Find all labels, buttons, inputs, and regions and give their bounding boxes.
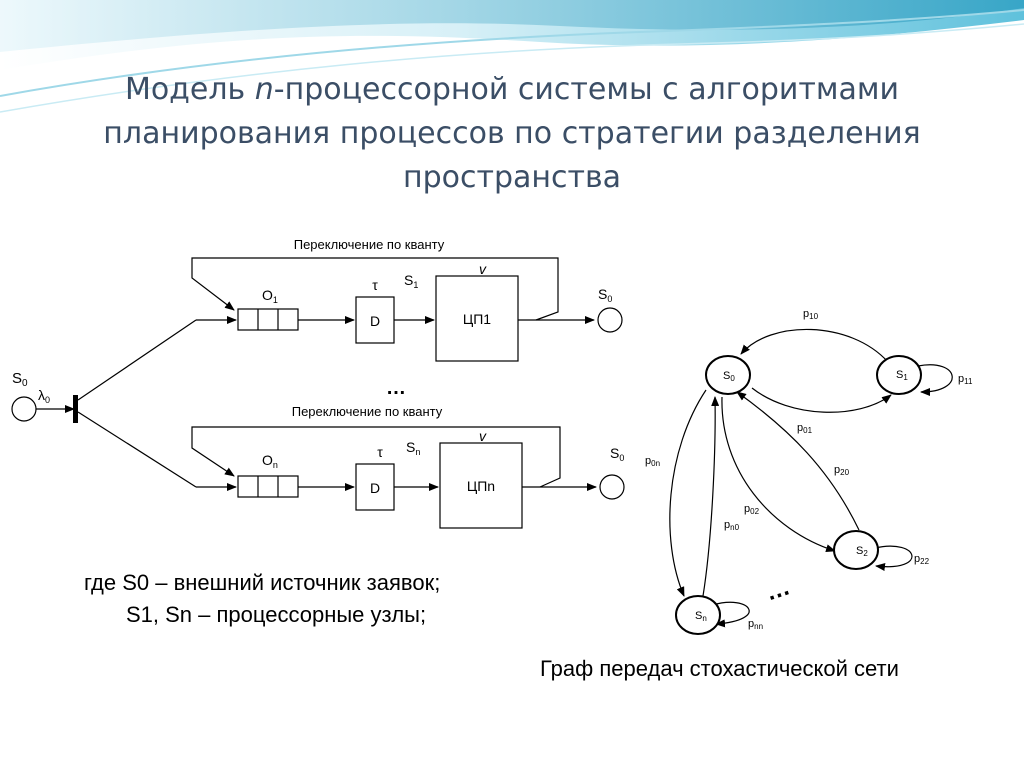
- source-label: S0: [12, 370, 28, 389]
- delay-box-n: [355, 463, 395, 511]
- graph-node-s2-label: S2: [856, 545, 868, 558]
- title-line3: пространства: [402, 160, 622, 195]
- edge-label-p20: p20: [834, 464, 850, 477]
- graph-node-sn: [675, 595, 721, 635]
- graph-node-s1-label: S1: [896, 369, 908, 382]
- queue-label-1: O1: [262, 287, 278, 305]
- graph-caption: Граф передач стохастической сети: [540, 656, 899, 681]
- edge-label-p11: p11: [958, 373, 973, 386]
- edge-p10: [740, 328, 889, 363]
- node-label-n: Sn: [406, 439, 420, 457]
- feedback-label-n: Переключение по кванту: [292, 404, 443, 419]
- title-line1-prefix: Модель: [124, 72, 255, 107]
- split-line-1a: [77, 319, 197, 401]
- slide-title: Модель n-процессорной системы с алгоритм…: [60, 68, 964, 200]
- edge-p22: [874, 545, 913, 571]
- queue-on: [237, 475, 299, 498]
- split-line-2a: [77, 411, 197, 488]
- feedback-label-1: Переключение по кванту: [294, 237, 445, 252]
- edge-label-p02: p02: [744, 503, 760, 516]
- legend-line-1: где S0 – внешний источник заявок;: [84, 570, 441, 595]
- sink-node-n: [599, 474, 625, 500]
- lambda-label: λ0: [38, 387, 50, 405]
- edge-label-p01: p01: [797, 422, 813, 435]
- graph-node-sn-label: Sn: [695, 610, 707, 623]
- delay-label-1: D: [370, 313, 380, 329]
- title-line2: планирования процессов по стратегии разд…: [103, 116, 921, 151]
- edge-p0n: [669, 389, 707, 597]
- cpu-label-1: ЦП1: [463, 311, 491, 327]
- sink-label-1: S0: [598, 286, 612, 304]
- graph-node-s2: [833, 530, 879, 570]
- sink-node-1: [597, 307, 623, 333]
- graph-node-s0: [705, 355, 751, 395]
- branches-ellipsis: …: [386, 377, 406, 399]
- edge-p01: [751, 387, 892, 413]
- cpu-box-1: [435, 275, 519, 362]
- queue-label-n: On: [262, 452, 278, 470]
- edge-p20: [736, 391, 860, 531]
- header-wave-decoration: [0, 0, 1024, 113]
- edge-label-pnn: pnn: [748, 618, 763, 631]
- splitter-bar: [73, 395, 78, 423]
- edge-pnn: [712, 601, 750, 628]
- edge-label-p22: p22: [914, 553, 930, 566]
- graph-ellipsis: …: [762, 573, 793, 606]
- v-label-1: v: [479, 261, 487, 277]
- feedback-loop-n: [191, 426, 561, 488]
- title-line1-suffix: -процессорной системы с алгоритмами: [273, 72, 900, 107]
- tau-label-1: τ: [372, 277, 378, 293]
- feedback-loop-1: [191, 257, 559, 321]
- edge-label-pn0: pn0: [724, 519, 740, 532]
- node-label-1: S1: [404, 272, 418, 290]
- title-line1-italic: n: [254, 72, 274, 107]
- cpu-label-n: ЦПn: [467, 478, 495, 494]
- tau-label-n: τ: [377, 444, 383, 460]
- edge-pn0: [702, 396, 720, 597]
- v-label-n: v: [479, 428, 487, 444]
- sink-label-n: S0: [610, 445, 624, 463]
- edge-label-p0n: p0n: [645, 455, 660, 468]
- legend-line-2: S1, Sn – процессорные узлы;: [126, 602, 427, 627]
- edge-label-p10: p10: [803, 308, 819, 321]
- graph-node-s1: [876, 355, 922, 395]
- delay-label-n: D: [370, 480, 380, 496]
- graph-node-s0-label: S0: [723, 370, 735, 383]
- edge-p02: [721, 396, 836, 553]
- delay-box-1: [355, 296, 395, 344]
- cpu-box-n: [439, 442, 523, 529]
- edge-p11: [917, 364, 953, 396]
